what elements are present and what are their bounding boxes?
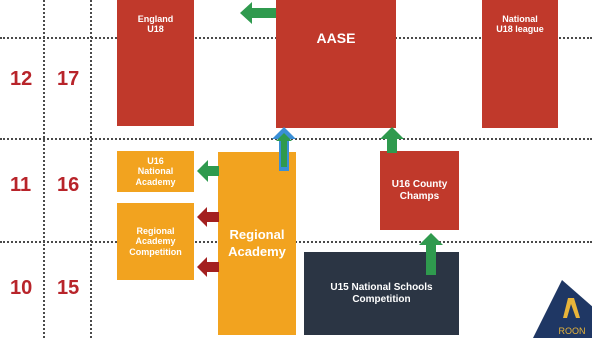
aase-box: AASE — [276, 0, 396, 128]
arrow-left-icon — [197, 257, 219, 277]
regional-academy-competition-box: Regional Academy Competition — [117, 203, 194, 280]
u16-county-champs-box: U16 County Champs — [380, 151, 459, 230]
logo: ROON — [532, 280, 592, 338]
column-divider — [90, 0, 92, 338]
arrow-left-icon — [197, 207, 219, 227]
arrow-up-icon — [419, 233, 443, 275]
arrow-left-icon — [240, 2, 276, 24]
england-u18-box: England U18 — [117, 0, 194, 126]
column-divider — [43, 0, 45, 338]
logo-mark-icon: ROON — [533, 280, 592, 338]
u16-national-academy-box: U16 National Academy — [117, 151, 194, 192]
age-label-row-1: 12 — [10, 68, 33, 90]
row-divider — [0, 241, 592, 243]
arrow-up-blue-icon — [272, 127, 296, 171]
year-label-row-3: 15 — [57, 277, 80, 299]
arrow-up-icon — [380, 127, 404, 153]
age-label-row-2: 11 — [10, 174, 32, 196]
logo-text: ROON — [559, 326, 586, 336]
age-label-row-3: 10 — [10, 277, 33, 299]
regional-academy-box: Regional Academy — [218, 152, 296, 335]
national-u18-league-box: National U18 league — [482, 0, 558, 128]
arrow-left-icon — [197, 160, 219, 182]
row-divider — [0, 138, 592, 140]
year-label-row-1: 17 — [57, 68, 80, 90]
year-label-row-2: 16 — [57, 174, 80, 196]
